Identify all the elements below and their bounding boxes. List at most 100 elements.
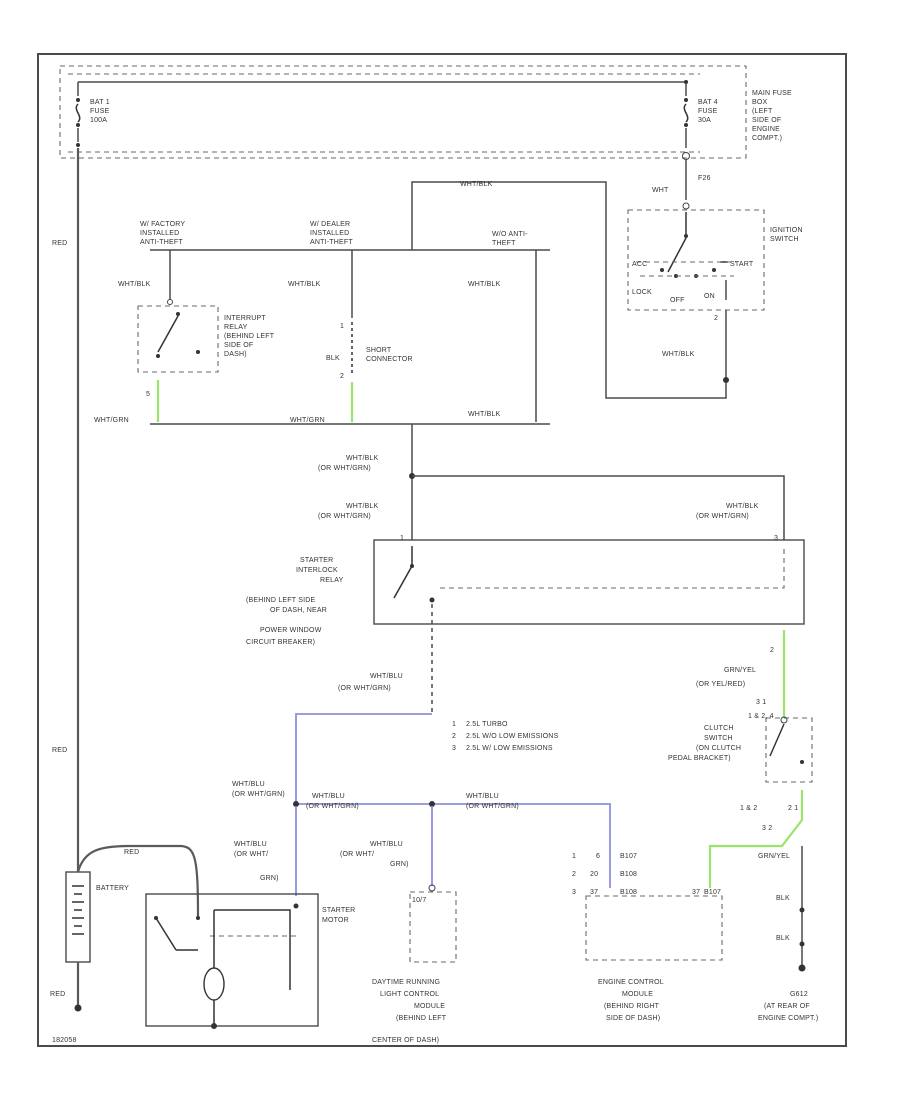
svg-text:BOX: BOX [752, 99, 768, 106]
svg-text:CIRCUIT BREAKER): CIRCUIT BREAKER) [246, 639, 315, 646]
svg-text:5: 5 [146, 391, 150, 398]
wire-splice-right [412, 475, 785, 540]
svg-text:ENGINE: ENGINE [752, 126, 780, 133]
blu-label-starter-feed: WHT/BLU (OR WHT/ GRN) [234, 841, 279, 882]
svg-text:3 1: 3 1 [756, 699, 766, 706]
wire-label-wht-grn-mid: WHT/GRN [290, 417, 325, 424]
diagram-border [37, 53, 847, 1047]
starter-motor: STARTER MOTOR [145, 893, 355, 1029]
svg-text:GRN/YEL: GRN/YEL [724, 667, 756, 674]
svg-text:2.5L TURBO: 2.5L TURBO [466, 721, 508, 728]
splice-label-right: WHT/BLK (OR WHT/GRN) [696, 503, 758, 520]
interrupt-relay: INTERRUPT RELAY (BEHIND LEFT SIDE OF DAS… [137, 299, 275, 398]
svg-text:BAT 1: BAT 1 [90, 99, 110, 106]
option-none-label: W/O ANTI- THEFT [492, 231, 528, 247]
svg-text:SWITCH: SWITCH [770, 236, 799, 243]
svg-text:POWER WINDOW: POWER WINDOW [260, 627, 322, 634]
svg-text:SIDE OF: SIDE OF [224, 342, 253, 349]
diagram-id: 182058 [52, 1037, 77, 1044]
wire-green-clutch-bottom [708, 790, 804, 888]
fuse-bat1: BAT 1 FUSE 100A [75, 82, 110, 147]
svg-text:1: 1 [400, 535, 404, 542]
svg-text:ACC: ACC [632, 261, 647, 268]
svg-text:(OR WHT/: (OR WHT/ [234, 851, 268, 858]
svg-text:2.5L W/ LOW EMISSIONS: 2.5L W/ LOW EMISSIONS [466, 745, 553, 752]
svg-text:B107: B107 [620, 853, 637, 860]
ign-output-dot [723, 377, 729, 383]
wire-label-top-crossover: WHT/BLK [460, 181, 493, 188]
legend: 1 2.5L TURBO 2 2.5L W/O LOW EMISSIONS 3 … [452, 721, 559, 752]
wire-battery-to-starter [76, 844, 200, 919]
svg-text:1 & 2, 4: 1 & 2, 4 [748, 713, 774, 720]
svg-text:FUSE: FUSE [90, 108, 110, 115]
svg-text:OFF: OFF [670, 297, 685, 304]
svg-text:B108: B108 [620, 889, 637, 896]
wire-top-crossover [411, 181, 727, 399]
svg-text:(ON CLUTCH: (ON CLUTCH [696, 745, 741, 752]
svg-text:ON: ON [704, 293, 715, 300]
wire-label-red-lower: RED [52, 747, 67, 754]
svg-text:3: 3 [774, 535, 778, 542]
svg-text:20: 20 [590, 871, 598, 878]
svg-text:2: 2 [340, 373, 344, 380]
svg-text:(OR WHT/GRN): (OR WHT/GRN) [232, 791, 285, 798]
wire-blue-horizontal [296, 803, 611, 888]
svg-text:GRN): GRN) [390, 861, 409, 868]
svg-text:(BEHIND RIGHT: (BEHIND RIGHT [604, 1003, 660, 1010]
svg-text:(LEFT: (LEFT [752, 108, 773, 115]
svg-text:STARTER: STARTER [300, 557, 333, 564]
svg-text:INSTALLED: INSTALLED [140, 230, 179, 237]
svg-text:MAIN FUSE: MAIN FUSE [752, 90, 792, 97]
wire-label-red-battery: RED [124, 849, 139, 856]
wire-label-wht-grn-left: WHT/GRN [94, 417, 129, 424]
svg-text:2.5L W/O LOW EMISSIONS: 2.5L W/O LOW EMISSIONS [466, 733, 559, 740]
ground-connector-dot-1 [799, 907, 805, 913]
svg-text:(OR YEL/RED): (OR YEL/RED) [696, 681, 745, 688]
svg-text:6: 6 [596, 853, 600, 860]
svg-text:INSTALLED: INSTALLED [310, 230, 349, 237]
ground-point [798, 964, 806, 972]
svg-text:PEDAL BRACKET): PEDAL BRACKET) [668, 755, 731, 762]
svg-text:(OR WHT/GRN): (OR WHT/GRN) [696, 513, 749, 520]
svg-text:G612: G612 [790, 991, 808, 998]
svg-text:ANTI-THEFT: ANTI-THEFT [140, 239, 183, 246]
drl-module: 10/7 DAYTIME RUNNING LIGHT CONTROL MODUL… [372, 884, 457, 1044]
svg-text:ENGINE CONTROL: ENGINE CONTROL [598, 979, 664, 986]
short-connector: 1 2 SHORT CONNECTOR BLK [326, 322, 413, 380]
fuse-box-label: MAIN FUSE BOX (LEFT SIDE OF ENGINE COMPT… [752, 90, 792, 142]
wire-label-ign-out: WHT/BLK [662, 351, 695, 358]
svg-text:DAYTIME RUNNING: DAYTIME RUNNING [372, 979, 440, 986]
svg-text:IGNITION: IGNITION [770, 227, 803, 234]
svg-text:SIDE OF DASH): SIDE OF DASH) [606, 1015, 660, 1022]
svg-text:BAT 4: BAT 4 [698, 99, 718, 106]
svg-text:OF DASH, NEAR: OF DASH, NEAR [270, 607, 327, 614]
svg-text:THEFT: THEFT [492, 240, 516, 247]
option-dealer-label: W/ DEALER INSTALLED ANTI-THEFT [310, 221, 353, 246]
wire-label-dealer: WHT/BLK [288, 281, 321, 288]
svg-text:FUSE: FUSE [698, 108, 718, 115]
fuse-bat4: BAT 4 FUSE 30A [78, 80, 718, 148]
svg-text:F26: F26 [698, 175, 711, 182]
splice-label-left: WHT/BLK (OR WHT/GRN) [318, 503, 378, 520]
blu-label-right: WHT/BLU (OR WHT/GRN) [466, 793, 519, 810]
blue-splice-left [293, 801, 299, 807]
wire-label-ground-top: BLK [776, 895, 790, 902]
svg-text:DASH): DASH) [224, 351, 247, 358]
svg-text:37: 37 [590, 889, 598, 896]
svg-text:START: START [730, 261, 754, 268]
gry-yel-label: 2 GRN/YEL (OR YEL/RED) [696, 647, 774, 688]
blu-label-left: WHT/BLU (OR WHT/GRN) [232, 781, 285, 798]
fuse-box-outline [59, 65, 747, 159]
svg-text:GRN): GRN) [260, 875, 279, 882]
svg-text:30A: 30A [698, 117, 711, 124]
wire-label-red-battery-bottom: RED [50, 991, 65, 998]
starter-interlock-relay: 1 3 STARTER INTERLOCK RELAY (BEHIND LEFT… [246, 535, 805, 646]
svg-text:SWITCH: SWITCH [704, 735, 733, 742]
svg-text:STARTER: STARTER [322, 907, 355, 914]
svg-text:(OR WHT/GRN): (OR WHT/GRN) [318, 513, 371, 520]
wire-label-none: WHT/BLK [468, 281, 501, 288]
svg-text:INTERRUPT: INTERRUPT [224, 315, 266, 322]
wire-label-wht-blk-bus: WHT/BLK [468, 411, 501, 418]
svg-text:2: 2 [770, 647, 774, 654]
